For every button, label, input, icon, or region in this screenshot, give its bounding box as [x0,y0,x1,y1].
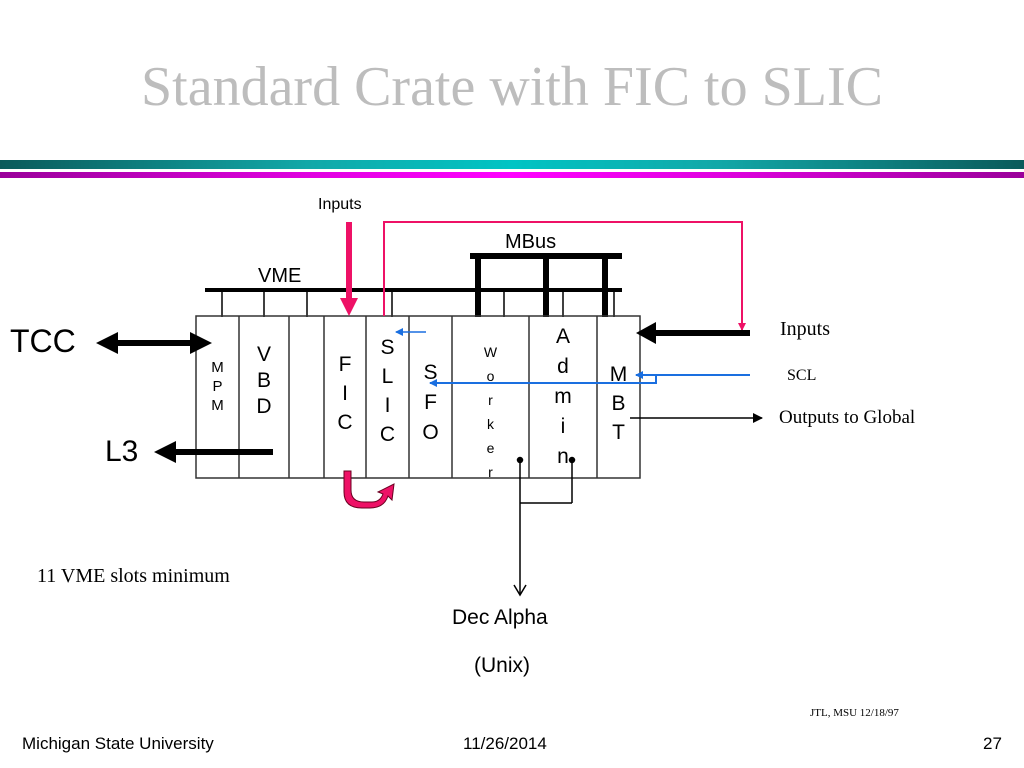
mbus [470,253,622,317]
module-mbt: M B T [609,363,628,444]
module-sfo: S F O [422,361,439,444]
slide-title: Standard Crate with FIC to SLIC [141,56,883,118]
vme-bus-stubs [221,290,615,317]
tcc-arrowhead-left [96,332,118,354]
module-fic: F I C [337,353,353,434]
page-number: 27 [983,734,1002,753]
vme-label: VME [258,265,302,287]
unix-label: (Unix) [474,654,530,677]
module-worker: W o r k e r [483,344,498,480]
dec-alpha-label: Dec Alpha [452,606,548,629]
footer-organization: Michigan State University [22,734,214,753]
l3-label: L3 [105,435,139,468]
tcc-arrowhead-right [190,332,212,354]
module-mpm: M P M [211,359,224,414]
fic-to-slic-curved-arrow [343,470,395,509]
slots-note: 11 VME slots minimum [37,565,230,587]
scl-to-sfo-line [429,375,657,387]
mbus-label: MBus [505,231,557,253]
l3-arrowhead [154,441,176,463]
magenta-divider-bar [0,172,1024,178]
inputs-arrow-head [340,298,358,316]
module-slic: S L I C [379,336,396,446]
credit-label: JTL, MSU 12/18/97 [810,707,899,719]
inputs-right-label: Inputs [780,318,830,340]
module-vbd: V B D [256,343,272,418]
teal-divider-bar [0,160,1024,169]
module-admin: A d m i n [554,325,572,468]
outputs-to-global-label: Outputs to Global [779,407,916,428]
crate-outline [195,315,641,479]
inputs-right-arrowhead [636,322,656,344]
scl-label: SCL [787,367,817,384]
dec-alpha-connection [513,456,576,597]
inputs-top-label: Inputs [318,196,362,213]
footer-date: 11/26/2014 [463,734,547,753]
pink-input-loop [383,221,746,331]
tcc-label: TCC [10,323,76,359]
slot-dividers [238,316,598,478]
